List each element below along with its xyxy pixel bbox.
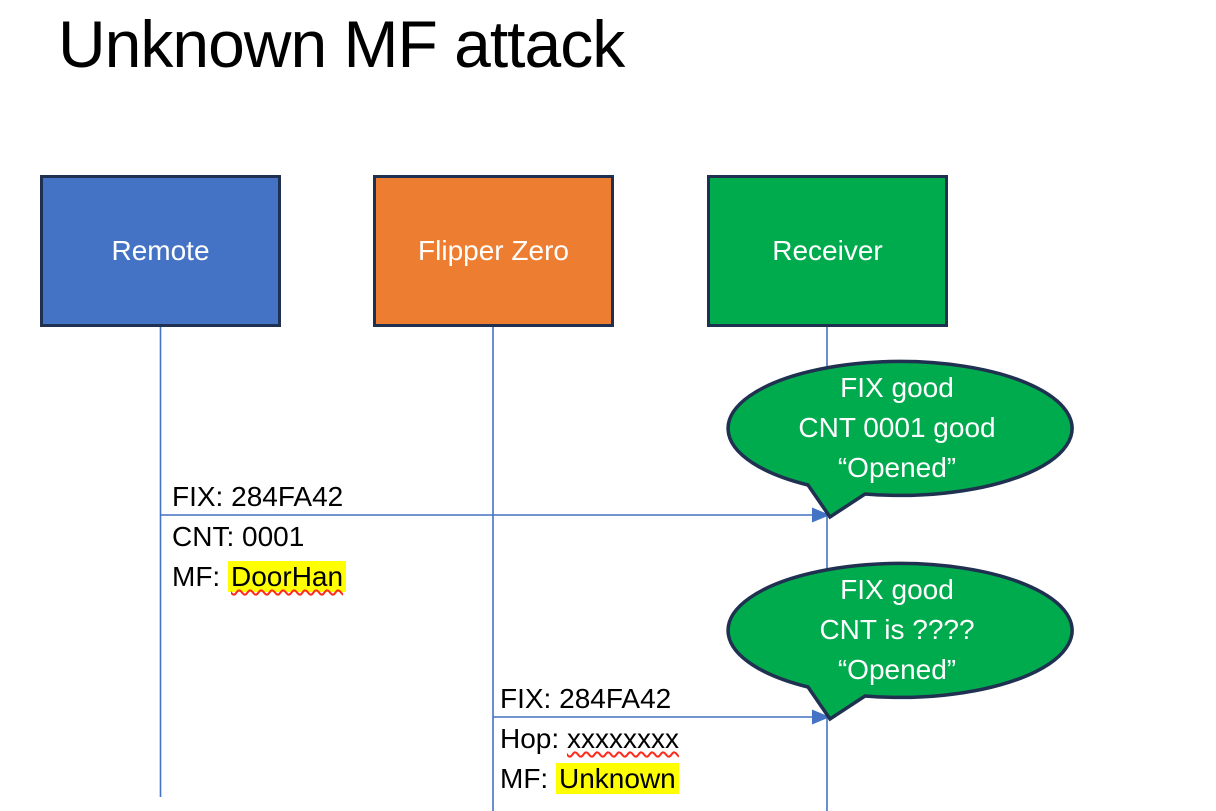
actor-box-remote: Remote — [40, 175, 281, 327]
actor-label-flipper-zero: Flipper Zero — [418, 235, 569, 266]
speech-bubble-2-shape — [726, 561, 1074, 722]
slide-title: Unknown MF attack — [58, 7, 625, 81]
message-1-fix-label: FIX: 284FA42 — [172, 481, 344, 512]
message-2-mf-prefix: MF: — [500, 763, 556, 794]
message-2-hop-label: Hop: xxxxxxxx — [500, 719, 679, 759]
message-arrow-1-head — [812, 507, 830, 523]
message-2-fix-label: FIX: 284FA42 — [500, 683, 672, 714]
message-2-mf-label: MF: Unknown — [500, 759, 679, 799]
message-1-labels: FIX: 284FA42 CNT: 0001 MF: DoorHan — [172, 477, 347, 597]
message-1-mf-value: DoorHan — [228, 561, 347, 592]
message-1-mf-label: MF: DoorHan — [172, 557, 347, 597]
message-2-labels: FIX: 284FA42 Hop: xxxxxxxx MF: Unknown — [500, 679, 679, 799]
message-2-hop-value: xxxxxxxx — [566, 723, 679, 754]
speech-bubble-1-shape — [726, 359, 1074, 520]
actor-label-receiver: Receiver — [772, 235, 883, 266]
message-1-cnt-label: CNT: 0001 — [172, 521, 305, 552]
message-1-mf-prefix: MF: — [172, 561, 228, 592]
actor-box-receiver: Receiver — [707, 175, 948, 327]
actor-box-flipper-zero: Flipper Zero — [373, 175, 614, 327]
message-arrow-2-head — [812, 709, 830, 725]
actor-label-remote: Remote — [111, 235, 210, 266]
message-2-mf-value: Unknown — [556, 763, 679, 794]
message-2-hop-prefix: Hop: — [500, 723, 567, 754]
